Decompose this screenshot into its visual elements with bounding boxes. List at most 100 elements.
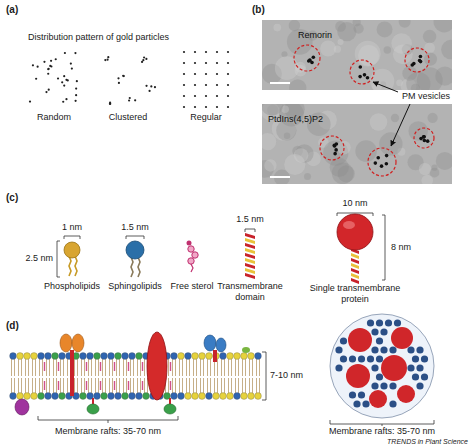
gold-particle — [35, 78, 37, 80]
image-texture — [396, 80, 403, 87]
sterol-head — [187, 241, 192, 246]
gold-particle — [205, 84, 207, 86]
dimension-label: 1 nm — [62, 222, 82, 233]
lipid-anchor — [93, 398, 170, 404]
lipid-dot — [376, 373, 383, 380]
gold-particle — [45, 91, 47, 93]
helix-turn — [245, 263, 255, 269]
gold-particle — [29, 100, 31, 102]
lipid-tail — [201, 359, 204, 393]
lipid-dot — [389, 382, 396, 389]
gold-particle — [333, 152, 337, 156]
image-texture — [355, 41, 381, 67]
molecule-sizes — [57, 213, 385, 284]
image-texture — [337, 141, 351, 155]
gold-particle — [418, 59, 422, 63]
lipid-head — [255, 393, 262, 400]
sterol — [170, 362, 171, 390]
gold-particle — [216, 62, 218, 64]
lipid-head — [199, 393, 206, 400]
sterol — [114, 362, 115, 390]
lipid-head — [206, 353, 213, 360]
lipid-head — [45, 393, 52, 400]
gold-particle — [183, 73, 185, 75]
journal-credit: TRENDS in Plant Science — [387, 438, 468, 446]
protein-disc — [348, 328, 372, 352]
gold-particle — [109, 102, 111, 104]
lipid-dot — [335, 346, 342, 353]
lipid-head — [220, 353, 227, 360]
anchored-protein — [15, 399, 29, 415]
vesicle-marker — [350, 60, 374, 84]
protein-anchor — [213, 350, 217, 362]
image-texture — [289, 79, 306, 90]
gold-particle — [47, 68, 49, 70]
gold-particle — [419, 55, 423, 59]
lipid-dot — [340, 337, 347, 344]
helix-turn — [351, 268, 359, 274]
lipid-dot — [407, 346, 414, 353]
image-texture — [372, 81, 382, 90]
lipid-tail — [110, 359, 113, 393]
lipid-head — [59, 353, 66, 360]
image-texture — [408, 121, 428, 141]
gold-particle — [104, 59, 106, 61]
molecule-label: Free sterol — [170, 281, 213, 292]
image-texture — [273, 24, 281, 32]
lipid-head — [234, 393, 241, 400]
sterol — [44, 362, 45, 390]
gold-particle — [106, 59, 108, 61]
image-texture — [304, 173, 311, 180]
gold-particle — [47, 73, 49, 75]
lipid-dot — [371, 328, 378, 335]
image-texture — [379, 132, 402, 155]
lipid-head — [38, 393, 45, 400]
lipid-head — [220, 393, 227, 400]
image-texture — [434, 20, 452, 32]
gold-particle — [62, 101, 64, 103]
image-ground — [262, 104, 452, 184]
raft-bracket — [330, 420, 434, 426]
lipid-dot — [367, 319, 374, 326]
vesicle-marker — [368, 148, 396, 176]
lipid-head — [45, 353, 52, 360]
gold-particle — [227, 84, 229, 86]
image-texture — [391, 114, 399, 122]
micrograph-label: PtdIns(4,5)P2 — [268, 114, 323, 125]
gold-particle — [376, 156, 380, 160]
gold-particle — [63, 85, 65, 87]
lipid-head — [24, 393, 31, 400]
image-texture — [262, 104, 283, 115]
lipid-head — [171, 353, 178, 360]
helix-turn — [245, 253, 255, 259]
gold-particle — [183, 84, 185, 86]
gold-particle — [422, 135, 426, 139]
image-texture — [264, 159, 276, 171]
gold-particle — [194, 95, 196, 97]
gold-particle — [148, 90, 150, 92]
lipid-head — [80, 353, 87, 360]
image-texture — [295, 62, 306, 73]
sterol — [100, 362, 101, 390]
gold-particle — [128, 99, 130, 101]
gold-particle — [117, 77, 119, 79]
gold-particle — [312, 55, 316, 59]
raft-top-view — [330, 314, 434, 426]
leader-arrow — [373, 82, 398, 92]
molecule-label: Phospholipids — [44, 281, 100, 292]
gold-particle — [145, 58, 147, 60]
gold-particle — [61, 81, 63, 83]
lipid-dot — [407, 364, 414, 371]
panel-letter: (d) — [6, 320, 19, 331]
lipid-dot — [376, 319, 383, 326]
image-texture — [354, 23, 364, 33]
lipid-tail — [236, 359, 239, 393]
gold-particle — [122, 75, 124, 77]
gold-particle — [129, 97, 131, 99]
lipid-tail — [243, 359, 246, 393]
gold-particle — [183, 106, 185, 108]
lipid-dot — [349, 391, 356, 398]
helix-turn — [245, 233, 255, 239]
micrograph: PtdIns(4,5)P2 — [262, 104, 452, 184]
gold-particle — [227, 62, 229, 64]
